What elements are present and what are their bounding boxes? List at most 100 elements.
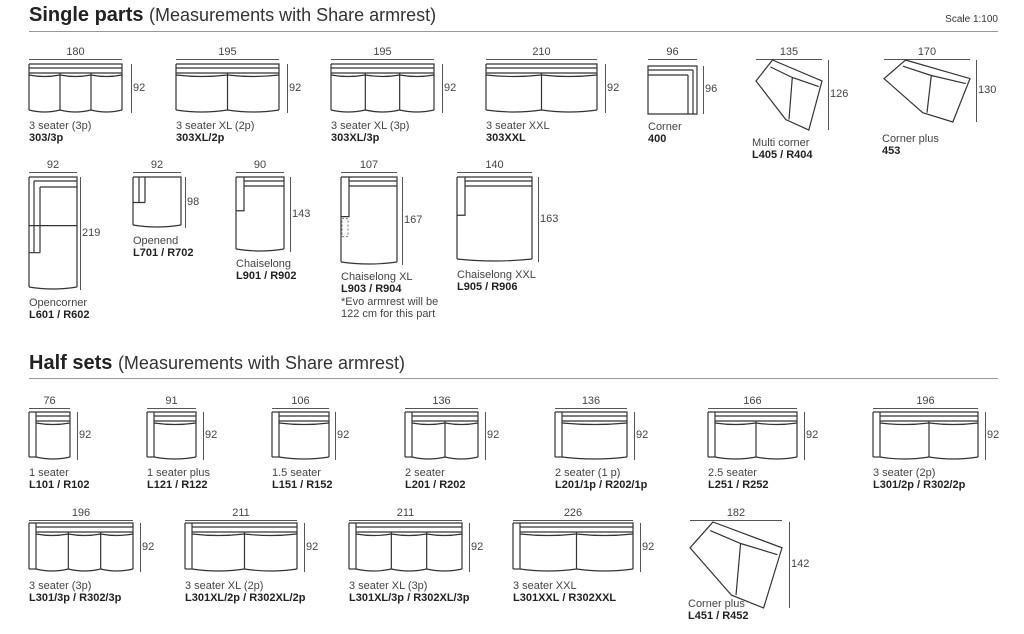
width-label: 170 (917, 46, 937, 58)
module-name: 3 seater XL (2p) (185, 580, 264, 592)
sofa-module-drawing (271, 411, 330, 460)
module-code: L201/1p / R202/1p (555, 479, 648, 491)
width-dimension-line (486, 59, 597, 60)
depth-label: 92 (306, 540, 319, 553)
half-sets-subtitle: (Measurements with Share armrest) (117, 353, 406, 373)
sofa-module-drawing (28, 411, 71, 460)
width-label: 76 (43, 395, 56, 407)
depth-label: 130 (978, 84, 997, 96)
sofa-module-drawing (554, 411, 628, 460)
width-dimension-line (29, 520, 133, 521)
depth-dimension-line (538, 177, 539, 262)
module-name: 2 seater (405, 467, 445, 479)
width-dimension-line (331, 59, 434, 60)
sofa-module-drawing (28, 63, 123, 113)
depth-label: 92 (133, 81, 146, 94)
sofa-module-drawing (647, 65, 698, 115)
width-label: 195 (218, 46, 237, 58)
module-name: Corner (648, 121, 682, 133)
width-dimension-line (708, 408, 797, 409)
module-name: 3 seater XXL (486, 120, 550, 132)
module-name: Corner plus (882, 133, 939, 145)
divider (29, 31, 998, 32)
width-dimension-line (29, 408, 70, 409)
depth-label: 92 (205, 429, 218, 441)
sofa-module-drawing (755, 59, 823, 131)
depth-label: 92 (337, 429, 350, 441)
depth-dimension-line (290, 177, 291, 252)
module-name: Multi corner (752, 137, 810, 149)
width-label: 140 (485, 159, 504, 171)
module-code: L251 / R252 (708, 479, 769, 491)
width-dimension-line (349, 520, 462, 521)
width-dimension-line (873, 408, 978, 409)
module-code: L405 / R404 (752, 149, 813, 161)
width-dimension-line (236, 172, 284, 173)
single-parts-subtitle: (Measurements with Share armrest) (149, 5, 437, 25)
sofa-module-drawing (330, 63, 435, 113)
depth-label: 92 (142, 540, 155, 553)
sofa-module-drawing (872, 411, 979, 460)
sofa-module-drawing (28, 176, 78, 290)
module-code: 453 (882, 145, 901, 157)
depth-dimension-line (140, 523, 141, 572)
module-name: Chaiselong (236, 258, 292, 270)
sofa-module-drawing (485, 63, 598, 113)
width-label: 180 (66, 46, 85, 58)
depth-label: 92 (806, 429, 819, 441)
depth-label: 126 (830, 88, 849, 100)
module-name: 3 seater XXL (513, 580, 577, 592)
width-dimension-line (555, 408, 627, 409)
width-dimension-line (147, 408, 196, 409)
depth-label: 143 (292, 207, 311, 220)
depth-dimension-line (605, 64, 606, 113)
depth-dimension-line (287, 64, 288, 113)
width-dimension-line (513, 520, 633, 521)
module-code: 400 (648, 133, 667, 145)
scale-label: Scale 1:100 (945, 14, 998, 25)
width-label: 90 (253, 159, 267, 171)
width-dimension-line (756, 59, 822, 60)
width-dimension-line (457, 172, 532, 173)
sofa-module-drawing (707, 411, 798, 460)
width-dimension-line (405, 408, 478, 409)
depth-label: 92 (636, 429, 649, 441)
module-name: 3 seater XL (3p) (331, 120, 410, 132)
depth-label: 92 (607, 81, 620, 94)
depth-label: 92 (987, 429, 1000, 441)
depth-dimension-line (485, 412, 486, 460)
depth-dimension-line (640, 523, 641, 572)
module-name: 1 seater plus (147, 467, 210, 479)
width-label: 106 (291, 395, 310, 407)
module-code: L101 / R102 (29, 479, 90, 491)
sofa-module-drawing (883, 59, 971, 123)
depth-label: 96 (705, 83, 718, 95)
width-dimension-line (690, 520, 782, 521)
depth-label: 163 (540, 212, 559, 225)
module-code: L701 / R702 (133, 247, 194, 259)
module-code: L121 / R122 (147, 479, 208, 491)
depth-dimension-line (442, 64, 443, 113)
module-name: Opencorner (29, 297, 88, 309)
depth-label: 167 (404, 214, 423, 226)
width-dimension-line (133, 172, 181, 173)
single-parts-title: Single parts (29, 4, 144, 26)
depth-dimension-line (203, 412, 204, 460)
module-code: L901 / R902 (236, 270, 297, 282)
depth-label: 92 (289, 81, 302, 94)
depth-label: 92 (79, 429, 92, 441)
width-label: 136 (432, 395, 451, 407)
module-name: 3 seater XL (3p) (349, 580, 428, 592)
module-name: 3 seater (3p) (29, 120, 92, 132)
sofa-module-drawing (175, 63, 280, 113)
width-dimension-line (884, 59, 970, 60)
sofa-module-drawing (28, 522, 134, 572)
width-label: 226 (563, 507, 583, 519)
depth-dimension-line (185, 177, 186, 228)
width-dimension-line (272, 408, 329, 409)
module-name: Openend (133, 235, 179, 247)
depth-label: 92 (487, 429, 500, 441)
module-name: 1.5 seater (272, 467, 321, 479)
module-code: L301/2p / R302/2p (873, 479, 966, 491)
